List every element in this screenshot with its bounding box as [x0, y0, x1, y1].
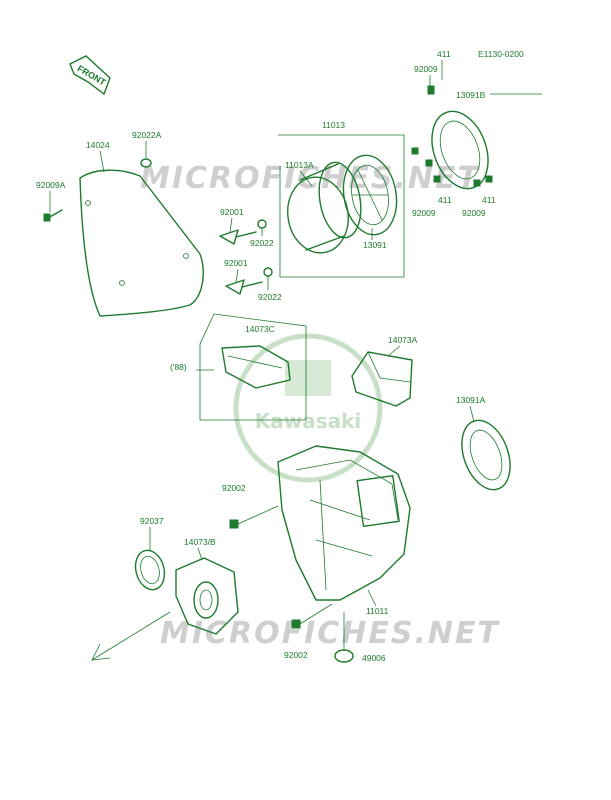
watermark-text-bottom: MICROFICHES.NET [160, 616, 501, 651]
label-92037: 92037 [140, 516, 164, 526]
label-88: ('88) [170, 362, 187, 372]
inset-14073C [199, 313, 307, 421]
gasket-13091A [461, 419, 511, 491]
label-92022A: 92022A [132, 130, 162, 140]
label-92002-b: 92002 [284, 650, 308, 660]
brand-watermark: Kawasaki [255, 409, 362, 433]
bracket-11013 [278, 134, 405, 278]
label-13091: 13091 [363, 240, 387, 250]
diagram-code: E1130-0200 [478, 49, 524, 59]
side-cover-part [79, 169, 204, 317]
label-92022-a: 92022 [250, 238, 274, 248]
small-bolts-right [411, 85, 493, 187]
kawasaki-watermark-logo: Kawasaki [233, 333, 383, 483]
leader-lines [49, 60, 475, 607]
duct-14073A [351, 351, 413, 407]
bolt-92002-a [229, 505, 279, 529]
label-13091B: 13091B [456, 90, 486, 100]
label-14073A: 14073A [388, 335, 418, 345]
clamp-92037 [134, 549, 166, 591]
screw-92009A [43, 209, 63, 222]
label-411-top: 411 [437, 49, 451, 59]
duct-14073B [175, 557, 239, 635]
label-14073B: 14073/B [184, 537, 216, 547]
label-14024: 14024 [86, 140, 110, 150]
bolt-92022A [140, 158, 152, 168]
label-411-right: 411 [482, 195, 496, 205]
label-49006: 49006 [362, 653, 386, 663]
label-14073C: 14073C [245, 324, 275, 334]
bolt-92002-b [291, 603, 333, 629]
element-frame-13091 [342, 154, 398, 236]
label-92009-right: 92009 [462, 208, 486, 218]
label-11011: 11011 [366, 606, 389, 616]
housing-11011 [277, 445, 411, 601]
label-11013A: 11013A [285, 160, 314, 170]
label-11013: 11013 [322, 120, 345, 130]
label-92009-top: 92009 [414, 64, 438, 74]
cap-49006 [334, 612, 354, 663]
label-92022-b: 92022 [258, 292, 282, 302]
label-13091A: 13091A [456, 395, 486, 405]
label-92009-mid: 92009 [412, 208, 436, 218]
label-411-mid: 411 [438, 195, 452, 205]
cover-13091B [431, 93, 542, 190]
pointer-arrow [91, 611, 171, 661]
front-arrow-icon: FRONT [69, 55, 111, 96]
label-92001-a: 92001 [220, 207, 244, 217]
label-92009A: 92009A [36, 180, 66, 190]
wing-bolts [219, 219, 273, 295]
label-92001-b: 92001 [224, 258, 248, 268]
label-92002-a: 92002 [222, 483, 246, 493]
